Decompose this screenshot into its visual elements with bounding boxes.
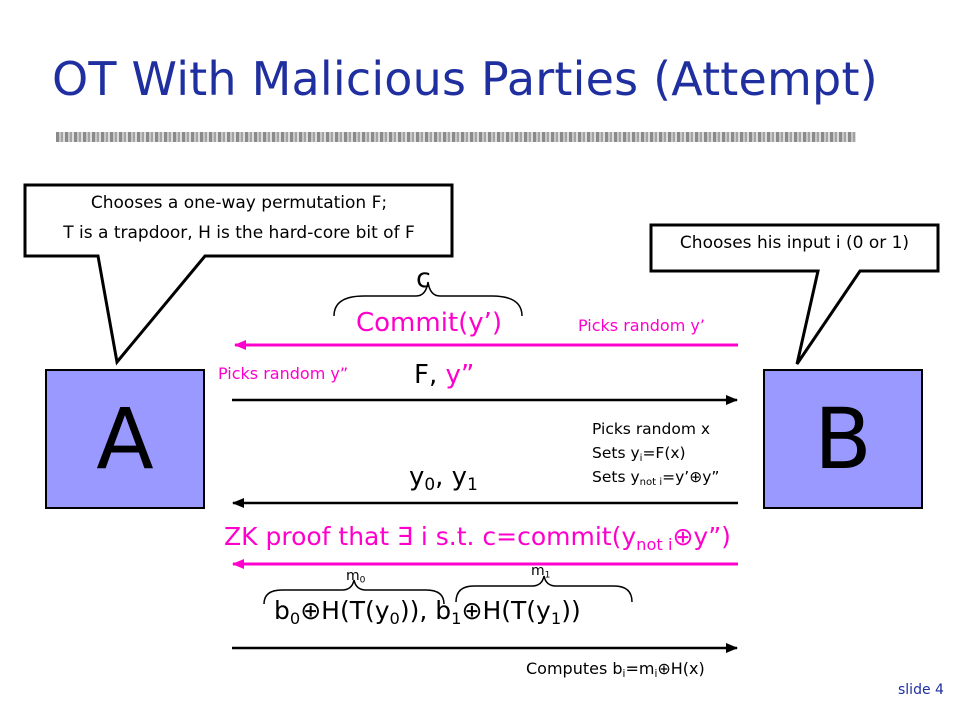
title-divider	[56, 132, 856, 142]
callout-a-line2: T is a trapdoor, H is the hard-core bit …	[63, 223, 415, 243]
picks-y-dprime-note: Picks random y”	[218, 364, 349, 383]
m0-label: m0	[346, 568, 366, 586]
callout-a-bubble	[23, 183, 454, 366]
y-dprime-text: y”	[437, 360, 475, 390]
m1-label: m1	[531, 563, 551, 581]
computes-note: Computes bi=mi⊕H(x)	[526, 659, 705, 681]
m0-brace	[263, 579, 445, 605]
commit-message-label: Commit(y’)	[356, 308, 503, 338]
callout-b-line1: Chooses his input i (0 or 1)	[679, 233, 910, 253]
m1-brace	[455, 575, 633, 603]
callout-b-text: Chooses his input i (0 or 1)	[652, 228, 937, 258]
commit-brace	[333, 281, 523, 317]
slide-number: slide 4	[898, 682, 944, 698]
y-pair-message-label: y0, y1	[409, 462, 478, 495]
f-message-label: F, y”	[414, 360, 474, 390]
callout-a-text: Chooses a one-way permutation F; T is a …	[26, 188, 452, 248]
commitment-c-label: c	[416, 263, 431, 294]
party-b-label: B	[814, 390, 872, 488]
party-a-box: A	[45, 369, 205, 509]
picks-x-note: Picks random x	[592, 420, 711, 438]
b-message-label: b0⊕H(T(y0)), b1⊕H(T(y1))	[274, 596, 581, 628]
picks-y-prime-note: Picks random y’	[578, 316, 705, 335]
callout-a-line1: Chooses a one-way permutation F;	[90, 193, 388, 213]
party-b-box: B	[763, 369, 923, 509]
zk-proof-label: ZK proof that ∃ i s.t. c=commit(ynot i⊕y…	[224, 522, 731, 554]
callout-b-bubble	[649, 223, 940, 365]
f-text: F,	[414, 360, 438, 390]
party-a-label: A	[96, 390, 154, 488]
b-computation-notes: Picks random x Sets yi=F(x) Sets ynot i=…	[592, 417, 719, 489]
sets-yi-note: Sets yi=F(x)	[592, 444, 686, 465]
sets-ynot-note: Sets ynot i=y’⊕y”	[592, 468, 720, 489]
slide-title: OT With Malicious Parties (Attempt)	[52, 52, 878, 106]
